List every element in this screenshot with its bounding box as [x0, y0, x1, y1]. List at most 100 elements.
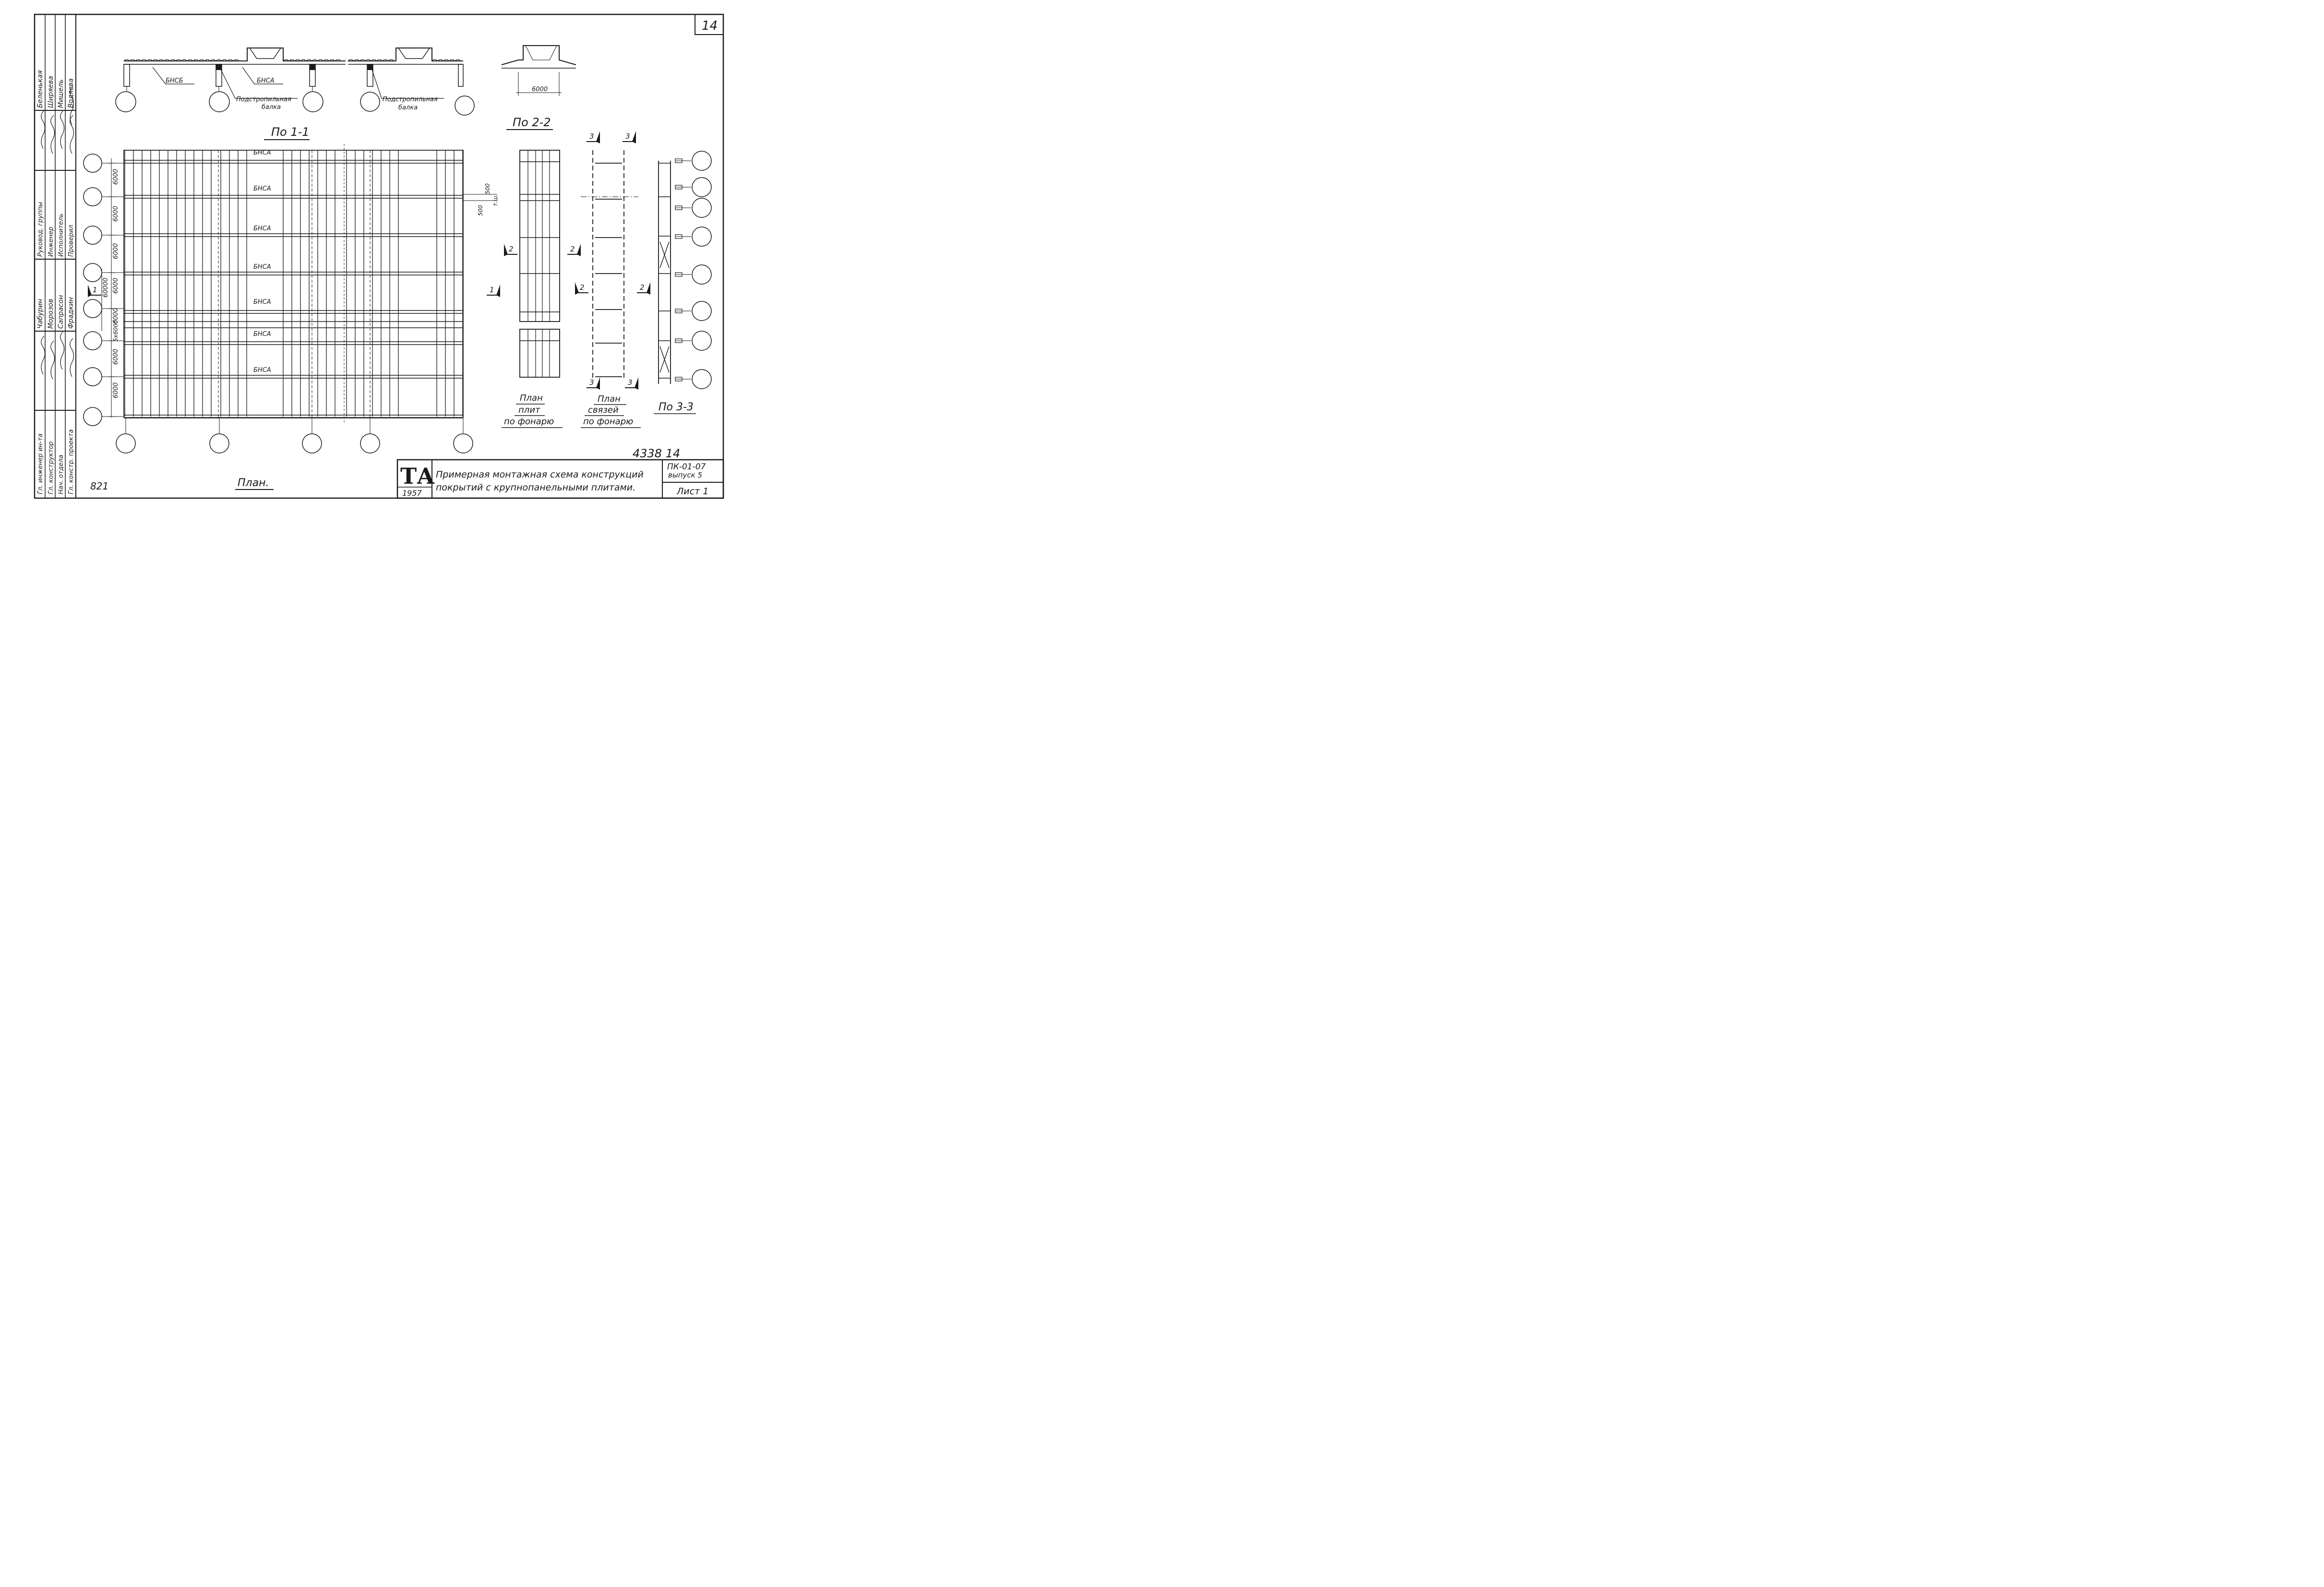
logo: ТА [400, 463, 435, 489]
plan-caption: План. [238, 477, 269, 489]
axis-bubble [209, 433, 229, 453]
left-number: 821 [90, 480, 108, 492]
label-bnsa: БНСА [253, 225, 271, 232]
label-bnsa-section: БНСА [257, 77, 275, 84]
span-dim: 6000 [112, 169, 120, 185]
plan-labels: 6000600060006000600060006000600005x6000Б… [101, 149, 271, 418]
joint-note: т.ш. [492, 194, 499, 206]
stamp-name-a: Чабурин [36, 299, 44, 329]
section-2-2: 6000 По 2-2 [501, 45, 576, 130]
cut-label: 1 [490, 286, 494, 294]
stamp-role-b: Инженер [48, 227, 55, 257]
cut-label: 3 [589, 378, 594, 387]
ties-caption-2: связей [588, 405, 619, 415]
label-subtruss-1b: балка [262, 104, 281, 111]
corner-number: 14 [702, 19, 718, 33]
span-dim: 6000 [112, 206, 120, 222]
axis-bubble [692, 151, 712, 171]
label-bnsa: БНСА [253, 298, 271, 306]
plates-caption-1: План [520, 393, 543, 403]
cut-arrow [496, 285, 500, 297]
stamp-name-a: Фрадкин [67, 297, 75, 329]
archive-number: 4338 14 [633, 447, 680, 460]
cut-label: 3 [628, 378, 633, 387]
code-line-1: ПК-01-07 [667, 462, 706, 472]
label-bnsa: БНСА [253, 331, 271, 338]
width-6000: 6000 [532, 86, 548, 93]
signature [70, 338, 74, 377]
cut-arrow [596, 131, 600, 143]
main-plan: 6000600060006000600060006000600005x6000Б… [83, 144, 499, 490]
title-line-1: Примерная монтажная схема конструкций [436, 469, 644, 480]
stamp-role-b: Проверил [68, 225, 75, 257]
signature [50, 115, 55, 154]
label-bnsa: БНСА [253, 185, 271, 192]
plates-plan: План плит по фонарю [502, 150, 563, 428]
cut-arrow [575, 282, 579, 295]
s33-lines [658, 151, 712, 389]
title-line-2: покрытий с крупнопанельными плитами. [436, 482, 635, 493]
ties-caption-1: План [598, 394, 621, 404]
span-dim: 6000 [112, 349, 120, 365]
s33-connector [675, 205, 683, 210]
plate-lines [520, 150, 560, 377]
stamp-name-b: Беленькая [36, 70, 44, 108]
cut-label: 2 [580, 283, 585, 292]
axis-bubble [453, 433, 473, 453]
label-subtruss-2: Подстропильная [383, 96, 438, 103]
title-block: ТА 1957 Примерная монтажная схема констр… [396, 459, 724, 499]
plan-frame [123, 150, 464, 418]
stamp-role-b: Исполнитель [58, 214, 65, 257]
stamp-name-b: Мишель [57, 79, 65, 108]
span-dim: 6000 [112, 243, 120, 259]
section-2-2-title: По 2-2 [513, 116, 551, 129]
s33-brace [659, 241, 670, 268]
label-bnsa: БНСА [253, 263, 271, 271]
label-subtruss-2b: балка [398, 104, 418, 111]
joint-dim-a: 500 [477, 205, 484, 216]
s33-connector [675, 158, 683, 163]
axis-bubble [692, 177, 712, 197]
axis-bubble [692, 331, 712, 351]
cut-label: 2 [570, 245, 575, 253]
cut-arrow [632, 131, 636, 143]
s33-connector [675, 185, 683, 190]
ties-lines [581, 150, 638, 379]
section-3-3: По 3-3 [654, 151, 712, 414]
axis-bubble [692, 264, 712, 285]
axis-bubble [692, 198, 712, 218]
joint-dim-b: 500 [484, 183, 491, 194]
axis-bubble [360, 433, 380, 453]
label-bnsb: БНСБ [166, 77, 183, 84]
cut-arrow [504, 244, 508, 256]
stamp-role: Гл. констр. проекта [68, 430, 75, 494]
stamp-name-b: Ширяева [47, 76, 55, 108]
plates-caption-3: по фонарю [504, 417, 554, 427]
total-dim-1: 60000 [102, 278, 109, 298]
label-bnsa: БНСА [253, 367, 271, 374]
cut-arrow [596, 377, 600, 390]
signature [60, 331, 65, 370]
cut-label: 2 [509, 245, 514, 253]
span-dim: 6000 [112, 278, 120, 294]
ties-plan: План связей по фонарю [581, 150, 641, 428]
year: 1957 [402, 489, 422, 498]
signature [41, 110, 46, 149]
s33-connector [675, 234, 683, 239]
total-dim-2: 5x6000 [112, 320, 119, 342]
signature [41, 335, 46, 375]
signature [70, 86, 74, 125]
cut-label: 1 [93, 286, 97, 294]
section-1-1: БНСБ БНСА Подстропильная балка По 1-1 [115, 48, 346, 140]
stamp-role: Нач. отдела [58, 454, 65, 494]
stamp-role: Гл. инженер ин-та [37, 433, 44, 494]
s33-connector [675, 309, 683, 313]
axis-bubble [692, 369, 712, 389]
axis-bubble [116, 433, 136, 453]
span-dim: 6000 [112, 308, 120, 324]
code-line-2: выпуск 5 [668, 471, 702, 479]
section-1-1-title: По 1-1 [271, 125, 310, 139]
axis-bubble [692, 301, 712, 321]
